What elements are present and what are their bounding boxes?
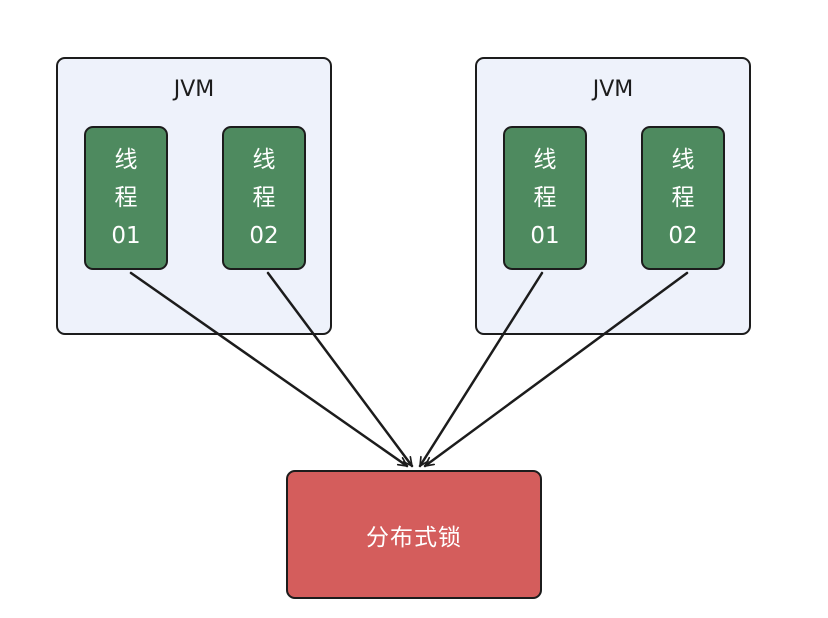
thread-label-number: 02 — [668, 223, 698, 249]
distributed-lock-box: 分布式锁 — [286, 470, 542, 599]
arrow-right-thread-02-to-lock — [423, 271, 689, 468]
thread-label-char-1: 线 — [671, 147, 695, 173]
thread-label-char-2: 程 — [533, 185, 557, 211]
thread-label-char-2: 程 — [114, 185, 138, 211]
thread-label-char-2: 程 — [252, 185, 276, 211]
thread-label-char-1: 线 — [252, 147, 276, 173]
jvm-title-left: JVM — [173, 77, 215, 102]
jvm-box-right: JVM 线 程 01 线 程 02 — [475, 57, 751, 335]
thread-02-right: 线 程 02 — [641, 126, 725, 270]
jvm-title-right: JVM — [592, 77, 634, 102]
thread-label-char-2: 程 — [671, 185, 695, 211]
thread-label-number: 02 — [249, 223, 279, 249]
thread-label-number: 01 — [530, 223, 560, 249]
arrow-left-thread-01-to-lock — [129, 271, 409, 468]
distributed-lock-label: 分布式锁 — [366, 524, 462, 551]
jvm-box-left: JVM 线 程 01 线 程 02 — [56, 57, 332, 335]
thread-01-left: 线 程 01 — [84, 126, 168, 270]
arrow-left-thread-02-to-lock — [266, 271, 414, 468]
thread-02-left: 线 程 02 — [222, 126, 306, 270]
thread-label-char-1: 线 — [114, 147, 138, 173]
thread-01-right: 线 程 01 — [503, 126, 587, 270]
thread-label-char-1: 线 — [533, 147, 557, 173]
thread-label-number: 01 — [111, 223, 141, 249]
arrow-right-thread-01-to-lock — [418, 271, 544, 468]
